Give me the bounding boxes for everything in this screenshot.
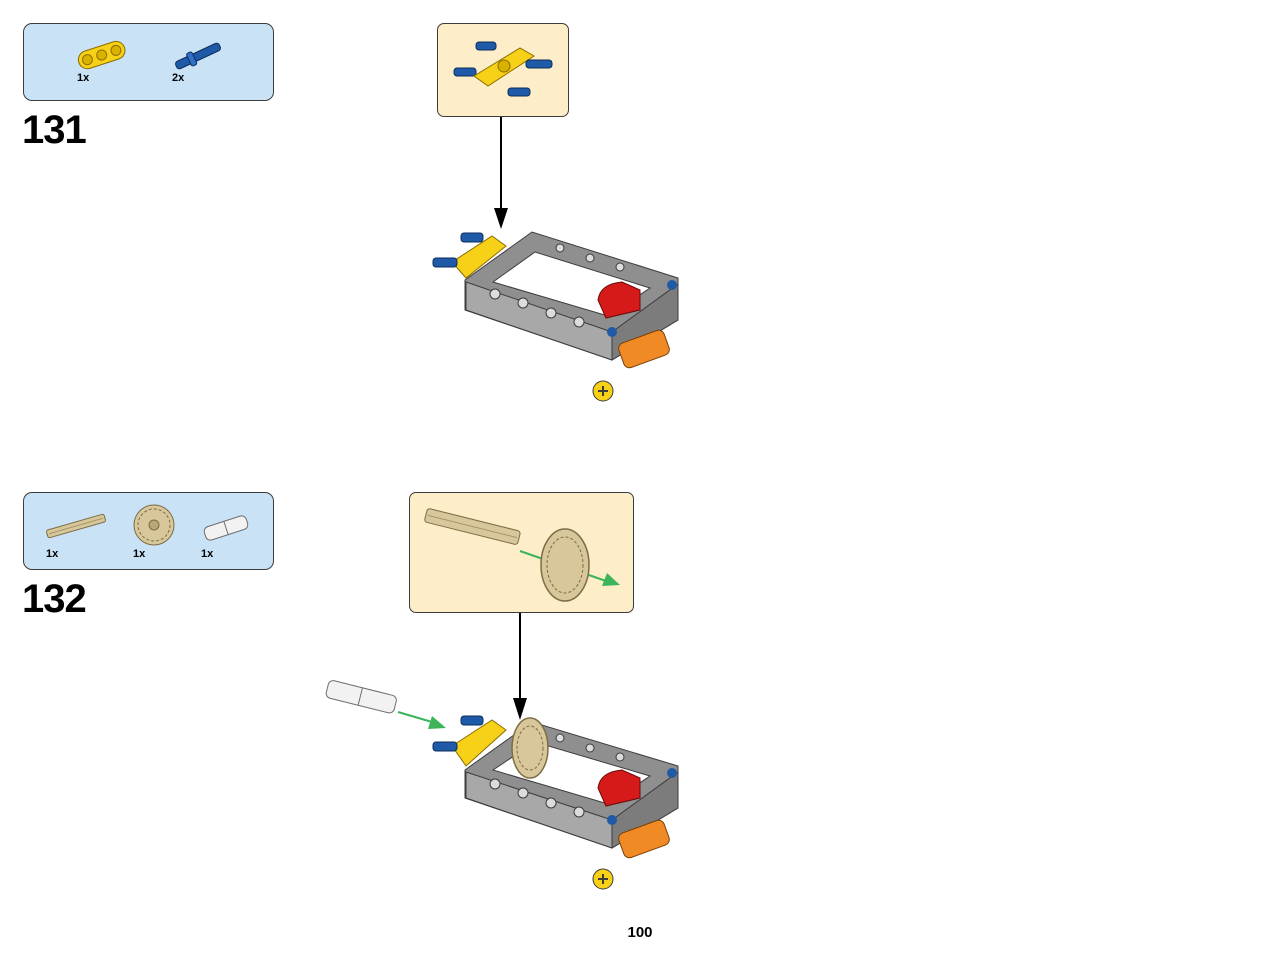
page-number: 100: [627, 924, 653, 941]
part-quantity: 2x: [172, 72, 185, 84]
part-quantity: 1x: [46, 548, 59, 560]
tan-gear-part: [133, 504, 175, 546]
part-quantity: 1x: [77, 72, 90, 84]
grey-connector-part: [203, 515, 249, 541]
part-quantity: 1x: [201, 548, 214, 560]
sub-assembly-callout: [409, 492, 634, 613]
blue-axle-pin-part: [175, 42, 221, 70]
sub-assembly-illustration: [424, 508, 620, 602]
step-number: 132: [22, 577, 87, 621]
tan-axle-part: [46, 513, 106, 539]
parts-list-box: 1x 1x 1x: [23, 492, 274, 570]
model-step-131: [432, 231, 679, 402]
yellow-beam-part: [77, 40, 126, 70]
step-number: 131: [22, 108, 87, 152]
model-step-132: [325, 680, 679, 890]
parts-list-box: 1x 2x: [23, 23, 274, 101]
part-quantity: 1x: [133, 548, 146, 560]
sub-assembly-callout: [437, 23, 569, 117]
sub-assembly-illustration: [453, 41, 553, 97]
